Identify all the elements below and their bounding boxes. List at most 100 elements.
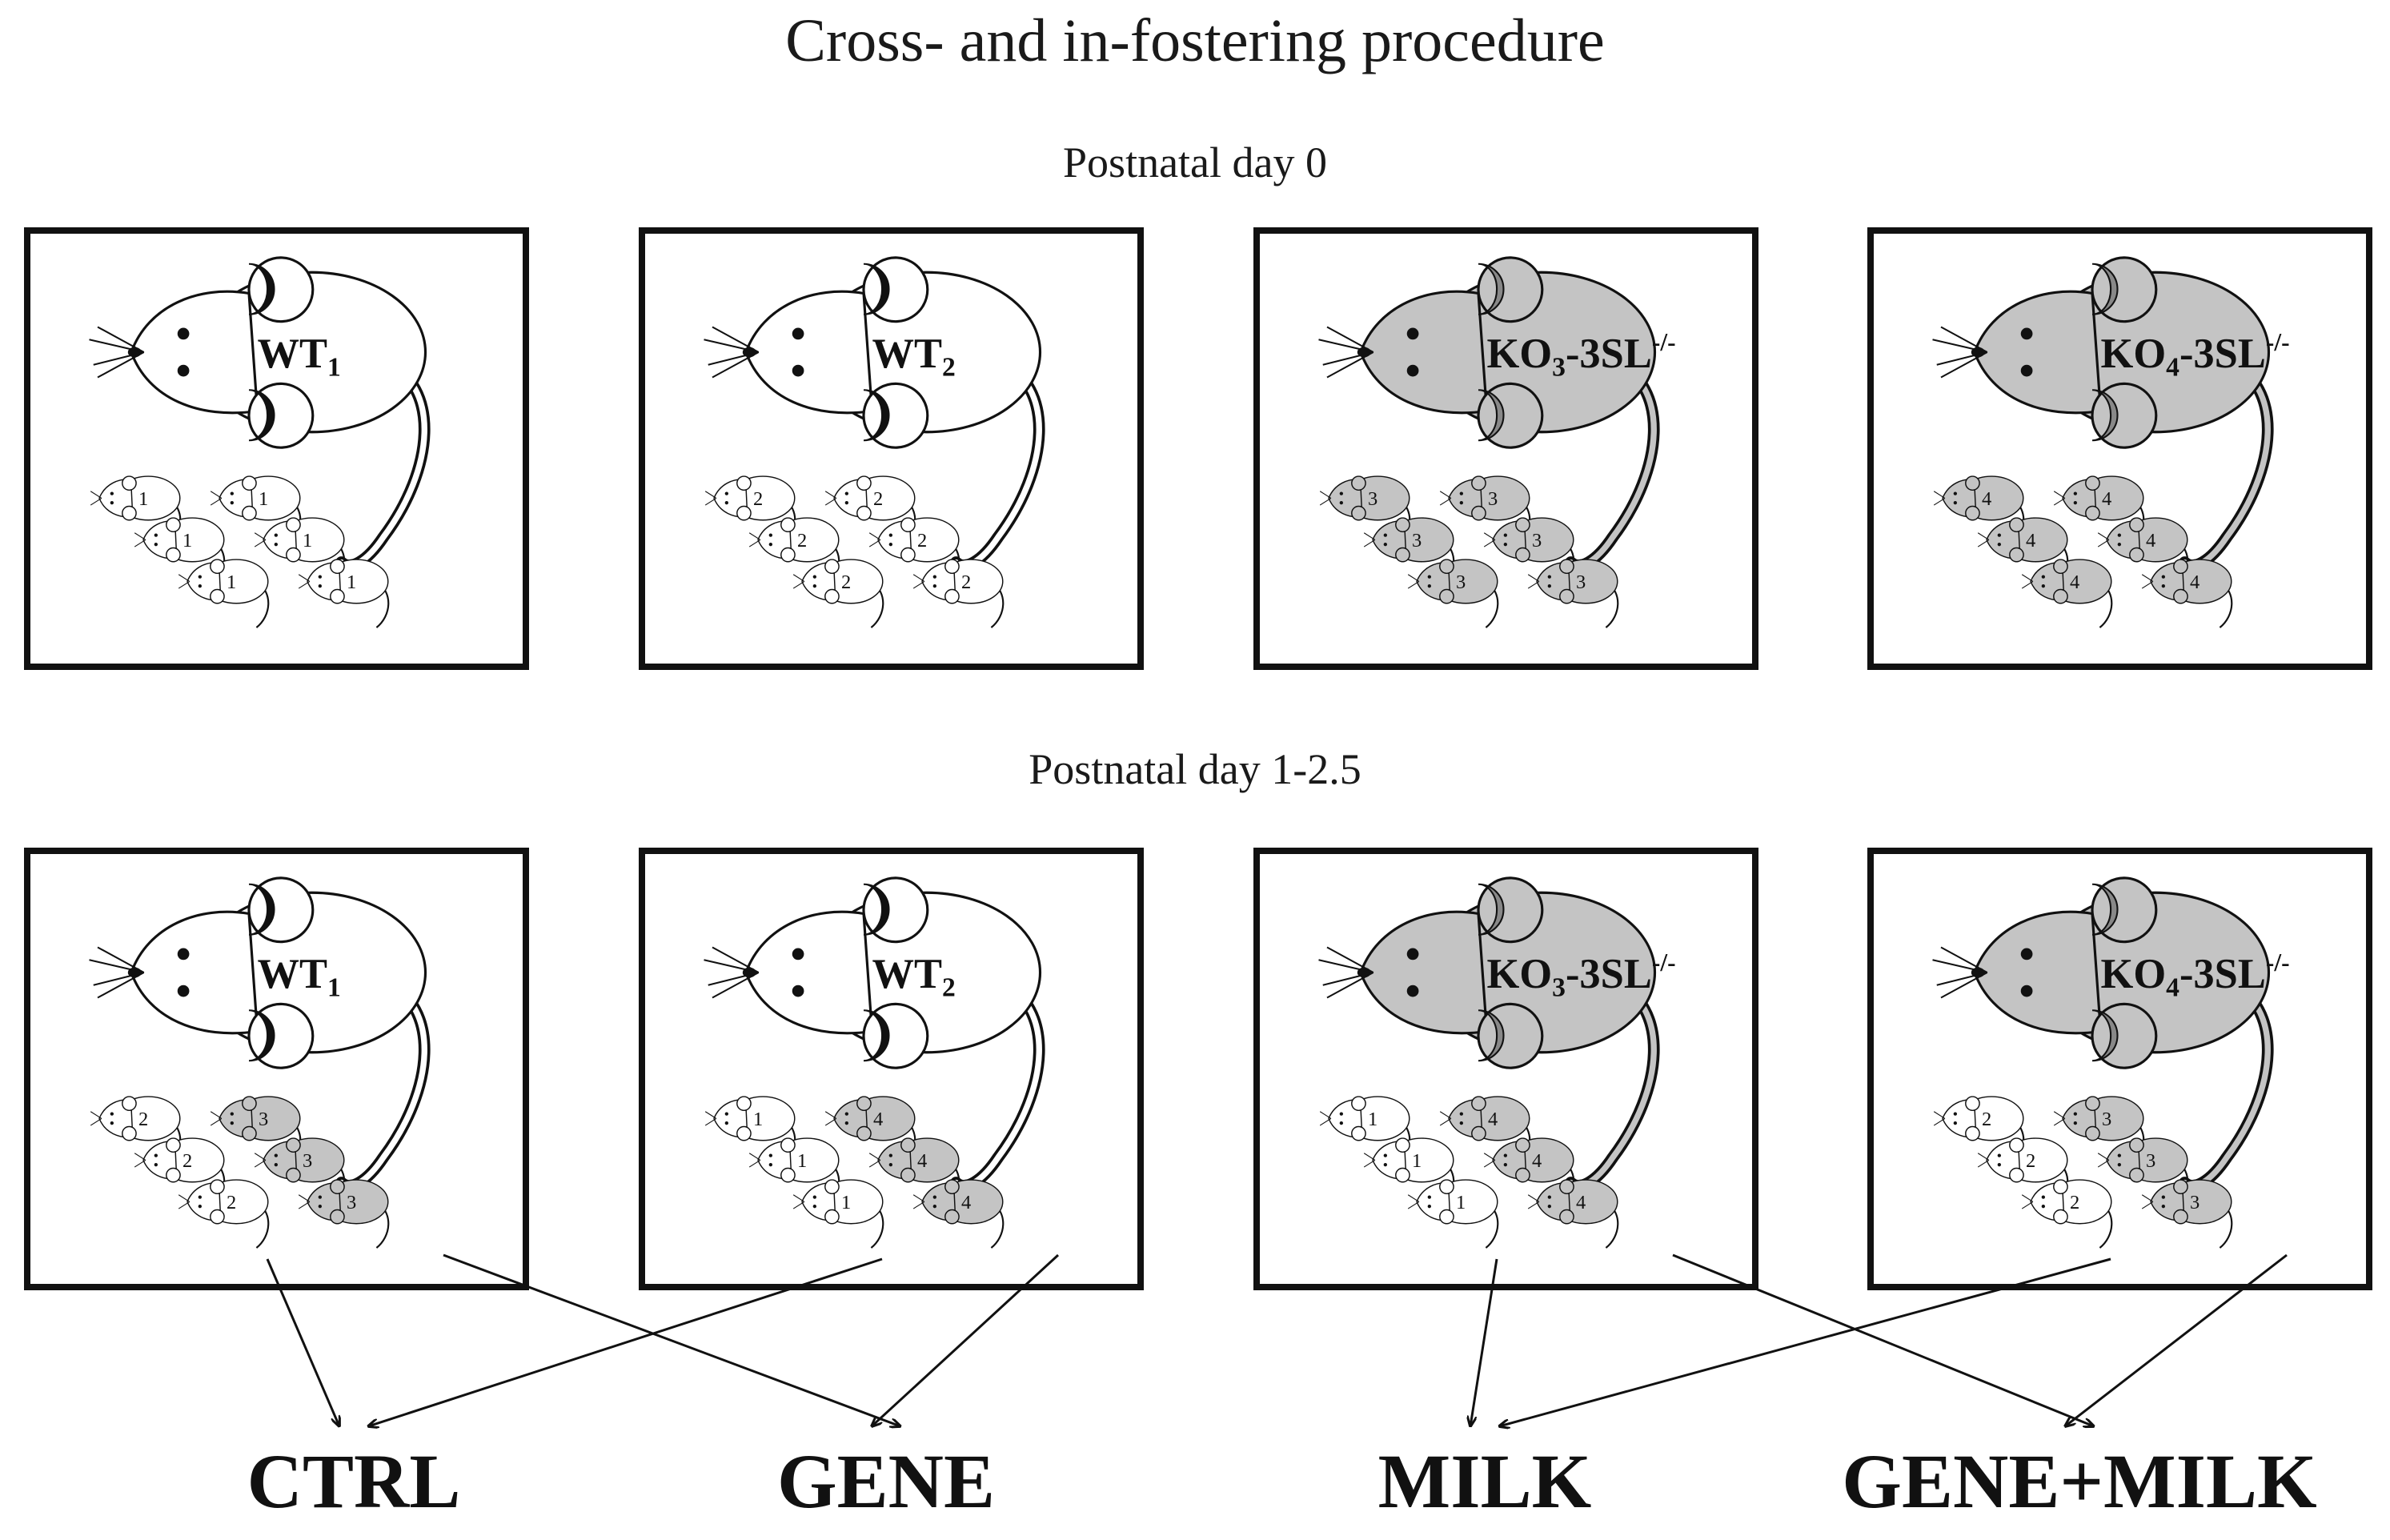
- mother-mouse: WT2: [704, 256, 1045, 571]
- pup-mouse: 2: [90, 1096, 182, 1165]
- pup-mouse: 4: [2021, 559, 2113, 628]
- pup-mouse: 1: [748, 1137, 840, 1207]
- group-label-gene-milk: GENE+MILK: [1842, 1438, 2317, 1524]
- pup-number: 4: [873, 1109, 883, 1130]
- pup-number: 2: [917, 530, 927, 551]
- mother-mouse: WT1: [89, 876, 431, 1192]
- group-label-ctrl: CTRL: [247, 1438, 461, 1524]
- arrow-0: [266, 1258, 339, 1426]
- pup-mouse: 1: [298, 559, 390, 628]
- pup-number: 3: [2146, 1150, 2155, 1172]
- pup-mouse: 1: [792, 1179, 884, 1249]
- pup-number: 1: [1368, 1109, 1377, 1130]
- pup-mouse: 4: [1483, 1137, 1575, 1207]
- pup-mouse: 1: [704, 1096, 796, 1165]
- pup-mouse: 3: [1439, 475, 1531, 545]
- pup-number: 1: [841, 1192, 851, 1213]
- pup-mouse: 3: [2097, 1137, 2189, 1207]
- pup-number: 4: [2026, 530, 2035, 551]
- arrow-4: [1470, 1258, 1498, 1426]
- pup-number: 3: [1368, 488, 1377, 510]
- pup-number: 3: [1532, 530, 1542, 551]
- pup-mouse: 3: [1319, 475, 1411, 545]
- pup-mouse: 3: [2053, 1096, 2145, 1165]
- cage-box: [1867, 227, 2372, 670]
- pup-number: 3: [2190, 1192, 2200, 1213]
- pup-number: 4: [1532, 1150, 1542, 1172]
- pup-mouse: 3: [1363, 517, 1455, 587]
- pup-number: 2: [797, 530, 807, 551]
- pup-number: 2: [182, 1150, 192, 1172]
- pup-mouse: 1: [1407, 1179, 1499, 1249]
- pup-number: 4: [917, 1150, 927, 1172]
- pup-mouse: 2: [868, 517, 960, 587]
- pup-number: 1: [753, 1109, 763, 1130]
- pup-number: 2: [2070, 1192, 2079, 1213]
- mother-label: WT1: [258, 331, 341, 383]
- pup-mouse: 4: [2053, 475, 2145, 545]
- diagram-title: Cross- and in-fostering procedure: [785, 7, 1605, 74]
- pup-mouse: 4: [2097, 517, 2189, 587]
- pup-mouse: 4: [1439, 1096, 1531, 1165]
- pup-mouse: 3: [1483, 517, 1575, 587]
- arrow-1: [443, 1253, 900, 1426]
- pup-mouse: 3: [1407, 559, 1499, 628]
- pup-mouse: 2: [792, 559, 884, 628]
- mother-mouse: KO4-3SL-/-: [1932, 876, 2290, 1192]
- pup-number: 1: [303, 530, 312, 551]
- pup-number: 4: [2070, 571, 2079, 593]
- day1-label: Postnatal day 1-2.5: [1029, 745, 1361, 793]
- pup-mouse: 1: [1319, 1096, 1411, 1165]
- pup-mouse: 2: [134, 1137, 226, 1207]
- pup-number: 3: [1488, 488, 1498, 510]
- mother-label: WT2: [872, 951, 956, 1003]
- pup-mouse: 4: [912, 1179, 1005, 1249]
- pup-mouse: 3: [254, 1137, 346, 1207]
- group-label-milk: MILK: [1377, 1438, 1592, 1524]
- pup-mouse: 1: [134, 517, 226, 587]
- mother-label: KO4-3SL-/-: [2101, 948, 2290, 1003]
- pup-mouse: 4: [1527, 1179, 1619, 1249]
- pup-mouse: 4: [824, 1096, 916, 1165]
- pup-number: 2: [1982, 1109, 1991, 1130]
- pup-number: 1: [138, 488, 148, 510]
- pup-number: 2: [227, 1192, 236, 1213]
- pup-number: 4: [1576, 1192, 1586, 1213]
- pup-mouse: 3: [298, 1179, 390, 1249]
- pup-number: 1: [797, 1150, 807, 1172]
- pup-number: 3: [303, 1150, 312, 1172]
- pup-number: 3: [347, 1192, 356, 1213]
- pup-number: 1: [347, 571, 356, 593]
- pup-number: 4: [2146, 530, 2155, 551]
- pup-number: 1: [227, 571, 236, 593]
- arrow-7: [2065, 1253, 2288, 1426]
- pup-number: 4: [961, 1192, 971, 1213]
- mother-label: KO3-3SL-/-: [1487, 948, 1676, 1003]
- arrow-6: [1499, 1257, 2111, 1426]
- pup-mouse: 4: [1933, 475, 2025, 545]
- mother-label: KO3-3SL-/-: [1487, 328, 1676, 383]
- pup-mouse: 2: [748, 517, 840, 587]
- mother-label: KO4-3SL-/-: [2101, 328, 2290, 383]
- pup-number: 1: [182, 530, 192, 551]
- group-label-gene: GENE: [776, 1438, 996, 1524]
- cage-row1-1: WT2 1 1 1 4 4 4: [639, 848, 1144, 1290]
- pup-mouse: 1: [1363, 1137, 1455, 1207]
- pup-mouse: 2: [1977, 1137, 2069, 1207]
- pup-mouse: 4: [1977, 517, 2069, 587]
- pup-number: 3: [1576, 571, 1586, 593]
- pup-number: 2: [873, 488, 883, 510]
- pup-number: 2: [841, 571, 851, 593]
- pup-number: 4: [1982, 488, 1991, 510]
- pup-number: 1: [1412, 1150, 1422, 1172]
- pup-mouse: 3: [2141, 1179, 2233, 1249]
- cage-box: [24, 227, 529, 670]
- mother-mouse: KO4-3SL-/-: [1932, 256, 2290, 571]
- pup-number: 3: [1456, 571, 1466, 593]
